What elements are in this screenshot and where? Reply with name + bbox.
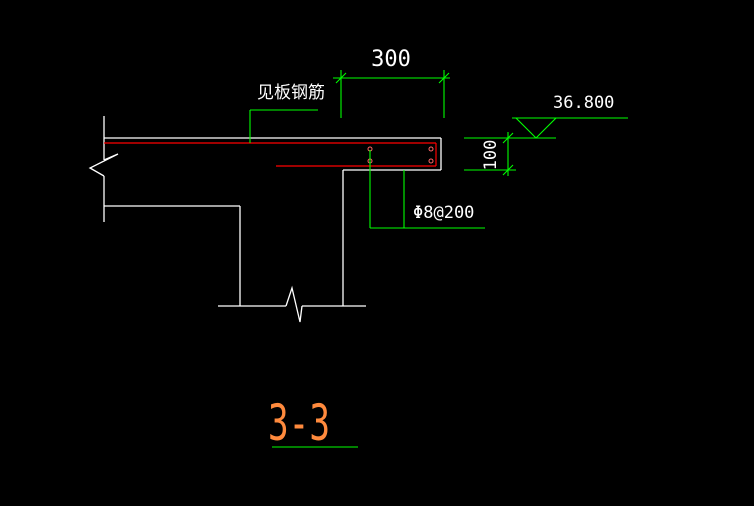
stirrup-spec-label: Φ8@200 xyxy=(413,203,474,223)
thickness-dim-tick-bottom xyxy=(502,164,514,176)
break-line-bottom-icon xyxy=(285,285,303,323)
dimension-lines xyxy=(249,70,628,448)
rebar-dot xyxy=(428,146,434,152)
thickness-dim-tick-top xyxy=(502,132,514,144)
section-title: 3-3 xyxy=(268,394,330,452)
thickness-dimension-label: 100 xyxy=(481,140,501,171)
break-line-left-icon xyxy=(88,153,119,177)
rebar-group xyxy=(104,142,437,167)
elevation-label: 36.800 xyxy=(553,93,614,113)
width-dimension-label: 300 xyxy=(371,47,411,72)
rebar-dot xyxy=(428,158,434,164)
slab-rebar-note: 见板钢筋 xyxy=(257,83,325,103)
elevation-triangle-icon xyxy=(514,117,558,139)
width-dim-tick-right xyxy=(438,72,450,84)
rebar-dots xyxy=(367,146,434,164)
concrete-outline xyxy=(103,116,442,307)
width-dim-tick-left xyxy=(335,72,347,84)
